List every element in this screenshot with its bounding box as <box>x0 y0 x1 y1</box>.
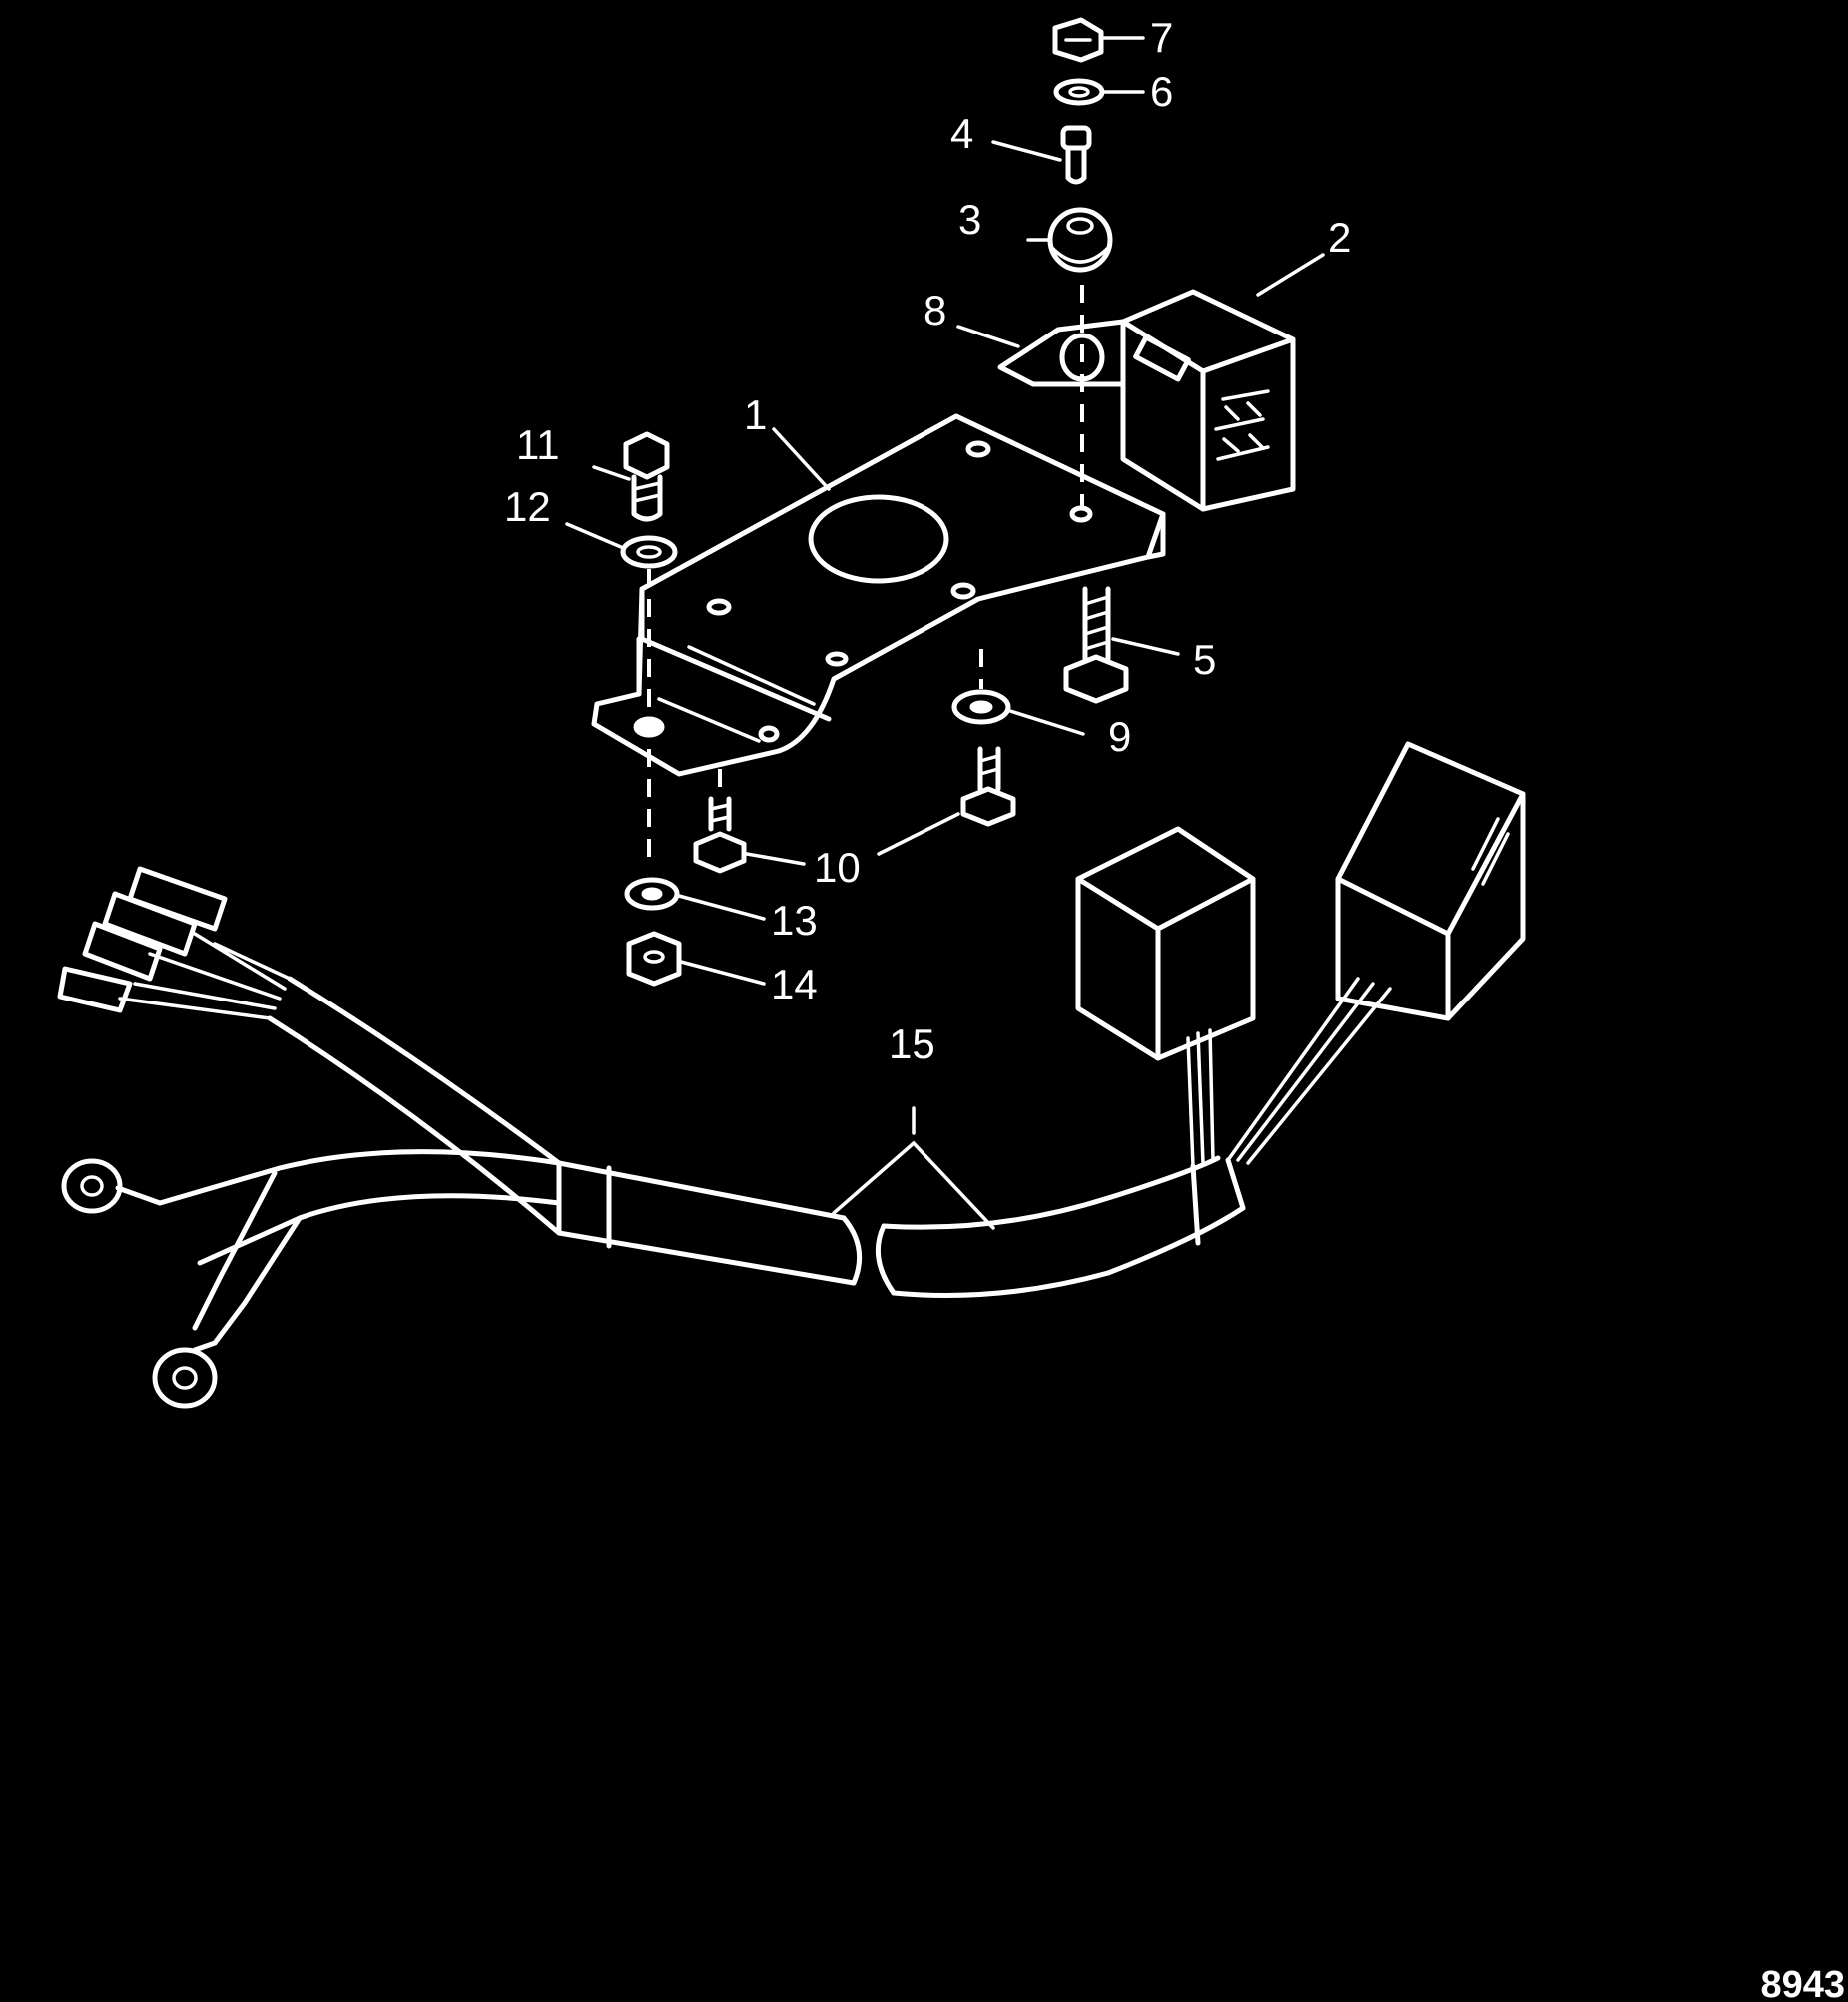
part-13-washer <box>624 877 680 911</box>
part-14-nut <box>626 931 682 987</box>
callout-15: 15 <box>889 1020 935 1067</box>
part-6-washer <box>1053 78 1105 106</box>
part-2-relay <box>1120 289 1296 512</box>
part-15-wiring-harness <box>57 741 1526 1409</box>
part-4-bolt <box>1060 125 1092 185</box>
callout-6: 6 <box>1150 68 1173 115</box>
callout-labels: 7 6 4 3 2 8 1 11 12 5 9 10 13 14 15 8943 <box>504 14 1845 2002</box>
callout-12: 12 <box>504 483 551 530</box>
callout-10: 10 <box>814 844 861 891</box>
callout-3: 3 <box>958 196 981 243</box>
leader-lines <box>565 36 1325 1230</box>
part-10-screw-left <box>693 769 747 874</box>
callout-13: 13 <box>771 897 818 944</box>
part-1-bracket <box>591 413 1166 777</box>
callout-1: 1 <box>744 391 767 438</box>
callout-2: 2 <box>1328 214 1351 261</box>
callout-9: 9 <box>1108 713 1131 760</box>
callout-14: 14 <box>771 961 818 1007</box>
figure-number: 8943 <box>1760 1964 1845 2002</box>
part-8-mount-tab <box>997 319 1126 387</box>
part-12-washer <box>620 535 678 569</box>
part-3-grommet <box>1047 207 1113 273</box>
part-10-screw-right <box>960 746 1016 827</box>
callout-5: 5 <box>1193 636 1216 683</box>
part-5-screw <box>1063 586 1129 704</box>
part-7-nut <box>1052 17 1104 63</box>
part-9-washer <box>951 649 1011 725</box>
part-11-bolt <box>623 431 670 522</box>
callout-4: 4 <box>950 110 973 157</box>
callout-8: 8 <box>924 287 946 334</box>
callout-7: 7 <box>1150 14 1173 61</box>
callout-11: 11 <box>516 421 560 468</box>
